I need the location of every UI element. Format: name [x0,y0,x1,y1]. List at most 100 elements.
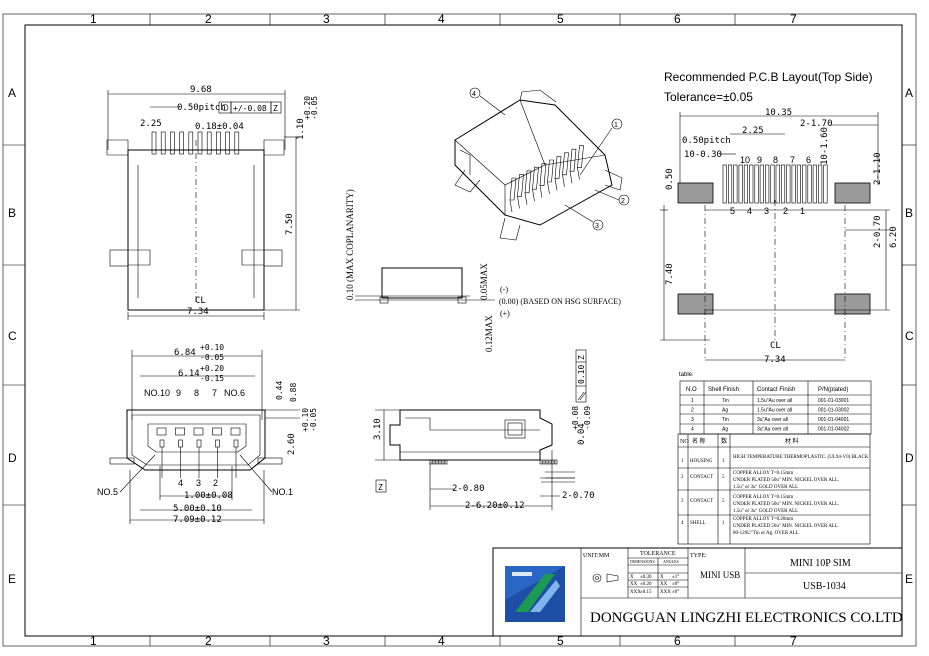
projection-symbol [592,573,602,583]
pin-lead [197,131,203,155]
pcb-layout: Recommended P.C.B Layout(Top Side) Toler… [660,70,899,365]
iso-pin-leads [509,145,584,213]
centerline-label: CL [770,341,781,351]
table-header: Contact Finish [757,387,795,393]
table-cell: 001-01-03002 [818,408,849,414]
side-pin [554,459,558,465]
shell-pad [677,293,714,315]
signal-pad [802,164,807,204]
col-label: 4 [438,12,445,26]
side-pin [545,459,549,465]
corner-label: NO.1 [272,487,293,497]
row-label: C [8,329,17,343]
bom-header: 数 [721,437,727,445]
dim-text: (-) [500,285,508,294]
plating-table: table: N.O Shell Finish Contact Finish P… [679,372,872,435]
iso-pin [562,152,569,176]
table-cell: 001-01-04002 [818,427,849,433]
side-pin [548,459,552,465]
shell-pad [834,182,871,204]
tol-cell: ±0° [672,582,679,587]
column-markers: 1 2 3 4 5 6 7 1 2 3 4 5 6 7 [90,12,797,648]
dim-text: Z [273,104,278,113]
pin-lead [225,131,230,155]
dim-text: 2.60 [287,433,297,455]
pin-lead [151,131,157,155]
dim-text: 7.50 [285,213,295,235]
part-number: USB-1034 [803,581,846,592]
dim-text: 2-1.70 [800,119,833,129]
type-label: TYPE: [690,553,707,559]
col-label: 1 [90,634,97,648]
iso-pin-tail [562,174,565,187]
signal-pad [786,164,791,204]
bom-cell: 3 [681,499,684,504]
table-cell: 001-01-03001 [818,398,849,404]
tol-cell: X [660,575,664,580]
iso-pin-tail [554,178,558,191]
bom-cell: 1.5u" or 3u" GOLD OVER ALL [733,485,798,490]
pad-label: 1 [800,206,805,216]
top-view: 9.68 0.50pitch +/-0.08 Z 2.25 0.18±0.04 … [106,85,319,320]
iso-pin-tail [539,185,543,198]
dim-text: 0.44 [275,381,284,400]
dim-text: 0.10 [577,365,586,384]
callout-label: 1 [614,122,618,129]
dim-text: 10-1.60 [820,127,830,165]
tolerance-label: TOLERANCE [640,551,676,557]
dim-text: 0.50 [665,168,675,190]
front-pins [156,427,241,478]
tol-cell: XX [630,582,638,587]
dim-text: 0.04 [577,423,587,445]
dim-text: +0.10 [200,343,224,352]
side-pin [542,459,546,465]
bom-cell: 1 [681,459,684,464]
dim-text: 10-0.30 [684,150,722,160]
shell-pad [677,182,714,204]
side-pin [435,459,439,465]
dim-text: 0.50pitch [682,136,731,146]
tol-cell: XX [660,582,668,587]
bom-header: 名 称 [692,437,706,445]
pin-label: 8 [194,388,199,398]
dim-text: +0.10 [301,408,310,432]
dim-text: 2-1.10 [873,152,883,185]
datum-label: Z [577,355,586,360]
dim-text: +0.20 [303,96,312,120]
iso-pin-tail [577,167,580,180]
bom-cell: 80-120U"Tin or Ag. OVER ALL [733,531,799,536]
pad-label: 4 [747,206,752,216]
callout-label: 4 [472,91,476,98]
signal-pad [738,164,743,204]
signal-pad [722,164,727,204]
signal-pad [733,164,738,204]
bom-cell: UNDER PLATED 50u" MIN. NICKEL OVER ALL. [733,478,839,483]
col-label: 1 [90,12,97,26]
side-profile: 0.10 (MAX COPLANARITY) 0.05MAX (-) (0.00… [345,189,621,352]
dim-text: +0.20 [200,364,224,373]
bom-cell: SHELL [690,521,706,526]
bom-cell: CONTACT [690,475,713,480]
signal-pad [780,164,786,204]
row-label: A [905,86,913,100]
pin-label: 2 [213,478,218,488]
pin-label: 7 [212,388,217,398]
corner-label: NO.5 [97,487,118,497]
row-markers: A B C D E A B C D E [3,86,916,586]
table-header: P/N(plated) [818,387,848,393]
col-label: 4 [438,634,445,648]
dim-text: 2-0.80 [452,484,485,494]
bom-cell: 5 [722,475,725,480]
signal-pad [807,164,812,204]
table-cell: 001-01-04001 [818,417,849,423]
tol-cell: XXX [660,590,671,595]
dim-text: 0.05MAX [479,263,489,300]
dim-text: 6.84 [174,348,196,358]
table-cell: 1.5u"Au over all [757,398,792,404]
side-pins [429,459,558,465]
row-label: A [8,86,16,100]
tol-cell: ±0.30 [640,575,652,580]
bom-cell: UNDER PLATED 50u" MIN. NICKEL OVER ALL. [733,502,839,507]
